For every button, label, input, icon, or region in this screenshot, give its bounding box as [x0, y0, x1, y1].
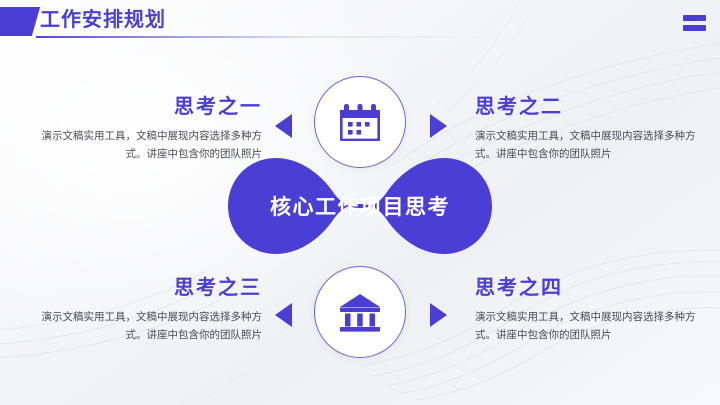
arrow-right-icon-bottom [430, 303, 447, 327]
quadrant-title: 思考之二 [475, 96, 563, 118]
center-label: 核心工作项目思考 [270, 196, 450, 219]
icon-circle-top[interactable] [314, 76, 406, 168]
calendar-icon [340, 104, 380, 141]
quadrant-body: 演示文稿实用工具，文稿中展现内容选择多种方式。讲座中包含你的团队照片 [41, 130, 263, 160]
page-title: 工作安排规划 [40, 9, 166, 31]
equals-menu-icon[interactable] [683, 15, 706, 31]
arrow-left-icon-bottom [275, 303, 292, 327]
quadrant-title: 思考之三 [174, 277, 262, 299]
quadrant-title: 思考之一 [174, 96, 262, 118]
quadrant-thought-three[interactable]: 思考之三 演示文稿实用工具，文稿中展现内容选择多种方式。讲座中包含你的团队照片 [30, 275, 263, 344]
quadrant-body: 演示文稿实用工具，文稿中展现内容选择多种方式。讲座中包含你的团队照片 [41, 311, 263, 341]
menu-bar-bottom [683, 25, 706, 31]
header-divider [36, 36, 676, 38]
arrow-left-icon-top [275, 114, 292, 138]
quadrant-thought-one[interactable]: 思考之一 演示文稿实用工具，文稿中展现内容选择多种方式。讲座中包含你的团队照片 [30, 94, 263, 163]
quadrant-title: 思考之四 [475, 277, 563, 299]
quadrant-body: 演示文稿实用工具，文稿中展现内容选择多种方式。讲座中包含你的团队照片 [475, 130, 696, 160]
quadrant-body: 演示文稿实用工具，文稿中展现内容选择多种方式。讲座中包含你的团队照片 [475, 311, 696, 341]
arrow-right-icon-top [430, 114, 447, 138]
quadrant-thought-four[interactable]: 思考之四 演示文稿实用工具，文稿中展现内容选择多种方式。讲座中包含你的团队照片 [475, 275, 707, 344]
menu-bar-top [683, 15, 706, 21]
header-accent-shape [0, 7, 41, 36]
bank-building-icon [340, 294, 380, 332]
quadrant-thought-two[interactable]: 思考之二 演示文稿实用工具，文稿中展现内容选择多种方式。讲座中包含你的团队照片 [475, 94, 707, 163]
icon-circle-bottom[interactable] [314, 266, 406, 358]
slide-header: 工作安排规划 [0, 0, 720, 42]
center-peanut-shape[interactable]: 核心工作项目思考 [228, 158, 492, 254]
